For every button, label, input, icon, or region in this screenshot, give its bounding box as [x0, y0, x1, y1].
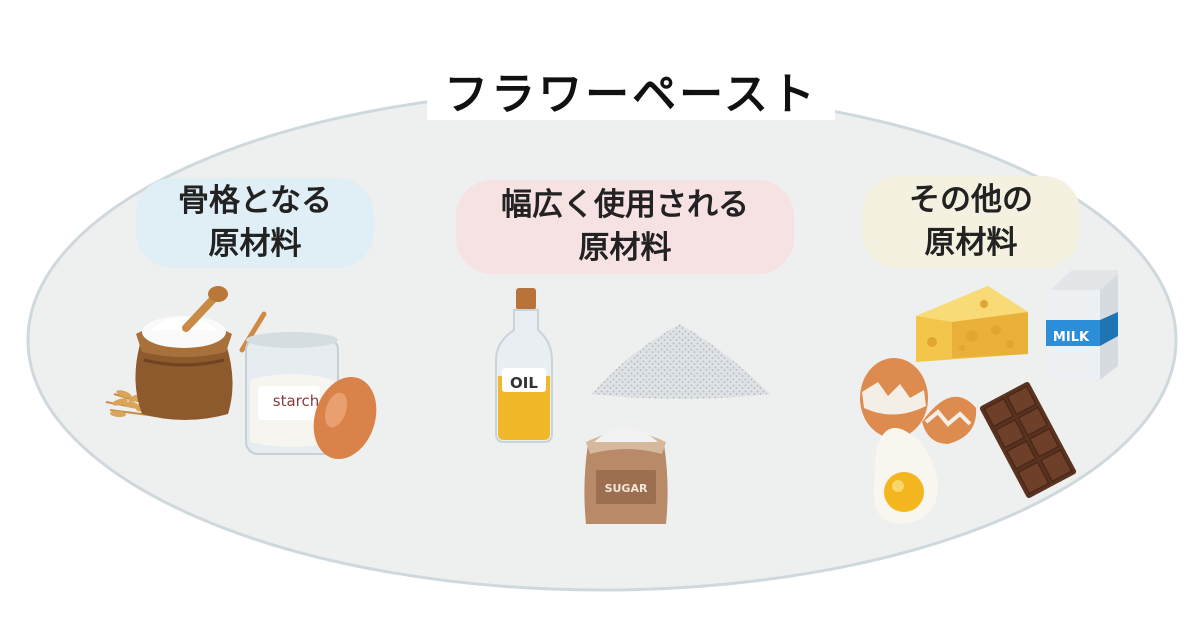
milk-label: MILK	[1052, 330, 1090, 345]
starch-jar-icon	[239, 311, 339, 455]
sugar-pile-icon	[592, 324, 770, 399]
category-label-line1: 幅広く使用される	[501, 187, 749, 223]
title-box: フラワーペースト	[427, 60, 835, 120]
category-label-line1: その他の	[909, 182, 1033, 218]
category-label-other: その他の 原材料	[862, 176, 1080, 268]
category-label-line2: 原材料	[924, 225, 1018, 261]
cracked-egg-icon	[860, 358, 977, 524]
category-label-structural: 骨格となる 原材料	[136, 178, 374, 268]
milk-carton-icon	[1046, 270, 1118, 380]
sugar-bag-icon	[584, 428, 668, 524]
flour-sack-icon	[105, 286, 233, 420]
category-label-line1: 骨格となる	[177, 183, 333, 219]
chocolate-bar-icon	[979, 382, 1077, 498]
category-label-common: 幅広く使用される 原材料	[456, 180, 794, 274]
page-title: フラワーペースト	[444, 69, 818, 120]
egg-icon	[313, 376, 377, 460]
oil-label: OIL	[510, 374, 538, 392]
starch-label: starch	[272, 392, 320, 410]
category-label-line2: 原材料	[208, 226, 302, 262]
sugar-label: SUGAR	[604, 482, 648, 495]
oil-bottle-icon	[495, 288, 553, 443]
category-label-line2: 原材料	[578, 230, 672, 266]
cheese-icon	[916, 286, 1028, 362]
